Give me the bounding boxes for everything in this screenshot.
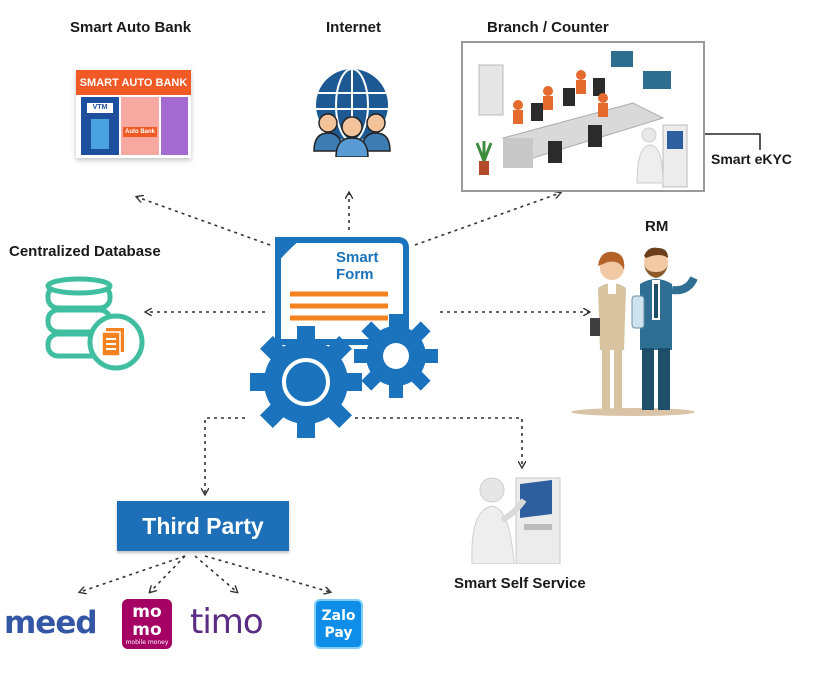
globe-people-icon	[313, 68, 391, 157]
arrow-to-momo	[150, 555, 186, 592]
hub-title-line1: Smart	[336, 249, 379, 266]
third-party-box: Third Party	[117, 501, 289, 551]
label-rm: RM	[645, 218, 669, 235]
atm-panel: VTM	[81, 97, 119, 155]
arrow-to-smart-auto-bank	[137, 197, 271, 246]
momo-subtitle: mobile money	[125, 639, 169, 646]
arrow-to-third-party	[205, 417, 245, 494]
arrow-to-zalopay	[204, 555, 330, 592]
arrow-to-timo	[194, 555, 237, 592]
atm-banner: SMART AUTO BANK	[76, 70, 191, 95]
hub-title-line2: Form	[336, 266, 374, 283]
atm-door: Auto Bank	[121, 97, 159, 155]
office-scene-icon	[475, 51, 688, 188]
database-document-icon	[45, 276, 145, 371]
label-smart-auto-bank: Smart Auto Bank	[70, 19, 192, 36]
label-centralized-database: Centralized Database	[9, 243, 161, 260]
branch-counter-illustration	[461, 41, 705, 192]
label-branch-counter: Branch / Counter	[487, 19, 609, 36]
label-smart-self-service: Smart Self Service	[454, 575, 586, 592]
kiosk-user-icon	[471, 477, 561, 564]
momo-line2: mo	[132, 620, 162, 640]
arrow-to-meed	[80, 555, 186, 592]
atm-screen	[91, 119, 109, 149]
zalopay-line2: Pay	[324, 625, 353, 641]
ekyc-callout-line	[688, 133, 761, 150]
zalopay-logo: Zalo Pay	[314, 599, 363, 649]
atm-sub-label: Auto Bank	[123, 127, 157, 137]
atm-machine-icon: SMART AUTO BANK VTM Auto Bank	[76, 70, 191, 158]
label-smart-ekyc: Smart eKYC	[711, 151, 792, 167]
atm-tag: VTM	[87, 103, 113, 113]
zalopay-line1: Zalo	[321, 608, 356, 624]
smart-form-hub: Smart Form	[248, 232, 444, 442]
arrow-to-branch	[414, 193, 560, 246]
label-internet: Internet	[326, 19, 382, 36]
smart-form-gears-icon	[250, 237, 438, 438]
momo-line1: mo	[132, 602, 162, 622]
timo-logo: timo	[190, 602, 264, 642]
meed-logo: meed	[4, 605, 98, 641]
two-people-icon	[571, 247, 698, 416]
hub-title: Smart Form	[336, 249, 400, 283]
atm-side-panel	[161, 97, 188, 155]
momo-logo: mo mo mobile money	[122, 599, 172, 649]
